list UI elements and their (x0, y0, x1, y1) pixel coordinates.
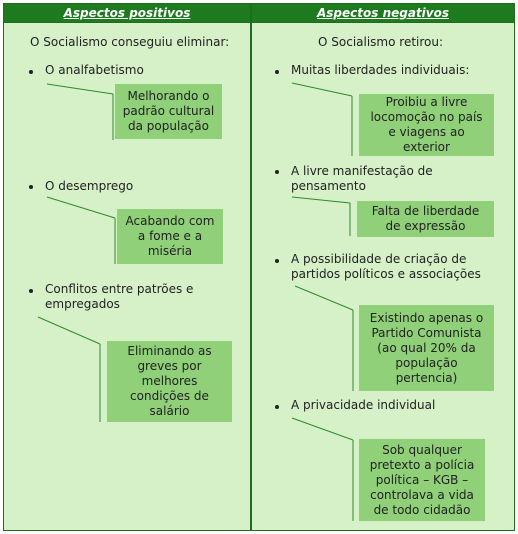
bullet (275, 70, 279, 74)
right-item-4-text: A privacidade individual (291, 398, 436, 412)
left-item-2-text: O desemprego (45, 179, 134, 193)
bullet (29, 185, 33, 189)
bullet (275, 405, 279, 409)
bullet (275, 170, 279, 174)
right-item-3-box: Existindo apenas o Partido Comunista (ao… (359, 305, 494, 391)
bullet (29, 289, 33, 293)
left-intro: O Socialismo conseguiu eliminar: (30, 35, 230, 49)
bullet (29, 70, 33, 74)
column-divider (250, 4, 252, 530)
left-item-1-box: Melhorando o padrão cultural da populaçã… (115, 84, 222, 139)
right-item-2-box: Falta de liberdade de expressão (357, 201, 494, 237)
right-item-3-line2: partidos políticos e associações (291, 267, 481, 281)
right-intro: O Socialismo retirou: (318, 35, 444, 49)
header-negative: Aspectos negativos (252, 4, 514, 22)
left-item-2-box: Acabando com a fome e a miséria (117, 209, 223, 264)
header-divider (4, 22, 514, 23)
left-item-1-text: O analfabetismo (45, 63, 144, 77)
right-item-2-line2: pensamento (291, 179, 366, 193)
left-item-3-line1: Conflitos entre patrões e (45, 282, 194, 296)
right-item-4-box: Sob qualquer pretexto a polícia política… (359, 439, 485, 521)
bullet (275, 259, 279, 263)
right-item-1-text: Muitas liberdades individuais: (291, 63, 470, 77)
header-positive: Aspectos positivos (4, 4, 250, 22)
right-item-1-box: Proibiu a livre locomoção no país e viag… (359, 94, 494, 156)
left-item-3-line2: empregados (45, 297, 120, 311)
right-item-3-line1: A possibilidade de criação de (291, 252, 467, 266)
left-item-3-box: Eliminando as greves por melhores condiç… (107, 341, 232, 422)
right-item-2-line1: A livre manifestação de (291, 164, 433, 178)
